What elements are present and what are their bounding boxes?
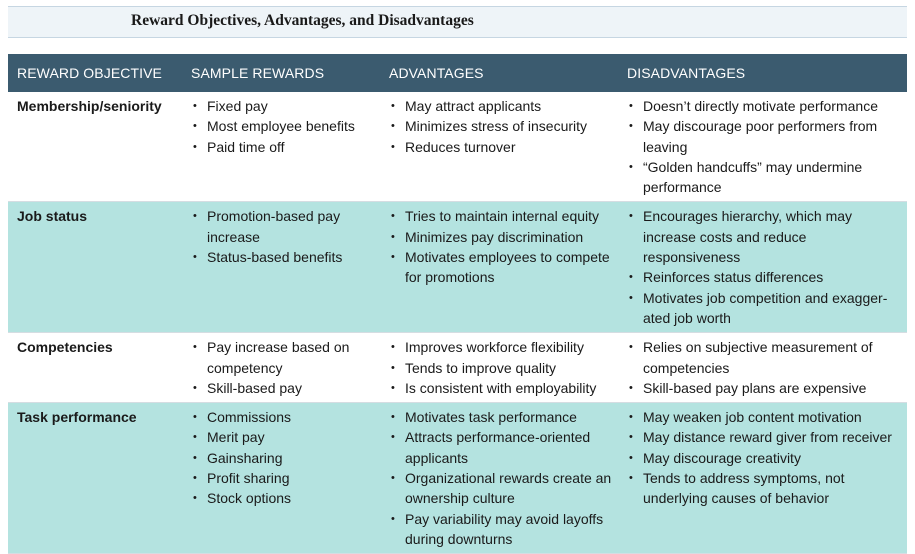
list-item: Commissions (191, 407, 376, 428)
list-item: Most employee benefits (191, 116, 376, 137)
advantages-cell: May attract applicants Minimizes stress … (380, 92, 618, 203)
list-item: Reduces turnover (389, 137, 614, 158)
list-item: May distance reward giver from receiver (627, 427, 903, 448)
bullet-list: Commissions Merit pay Gainsharing Profit… (191, 407, 376, 509)
advantages-cell: Motivates task performance Attracts perf… (380, 402, 618, 554)
disadvantages-cell: Encourages hierarchy, which may increase… (618, 201, 907, 334)
bullet-list: May attract applicants Minimizes stress … (389, 96, 614, 157)
list-item: Relies on subjective measurement of comp… (627, 337, 903, 378)
sample-rewards-cell: Pay increase based on competency Skill-b… (182, 332, 380, 404)
list-item: Minimizes pay discrimination (389, 227, 614, 248)
objective-cell: Task performance (8, 402, 182, 554)
list-item: Promotion-based pay increase (191, 206, 376, 247)
list-item: May attract applicants (389, 96, 614, 117)
list-item: Gainsharing (191, 448, 376, 469)
objective-cell: Membership/seniority (8, 92, 182, 203)
sample-rewards-cell: Promotion-based pay increase Status-base… (182, 201, 380, 334)
header-advantages: ADVANTAGES (380, 54, 618, 92)
list-item: Merit pay (191, 427, 376, 448)
list-item: Encourages hierarchy, which may increase… (627, 206, 903, 267)
objective-cell: Competencies (8, 332, 182, 404)
list-item: Skill-based pay (191, 378, 376, 399)
objective-cell: Job status (8, 201, 182, 334)
list-item: Motivates task performance (389, 407, 614, 428)
list-item: Is consistent with employability (389, 378, 614, 399)
list-item: Profit sharing (191, 468, 376, 489)
reward-table: REWARD OBJECTIVE SAMPLE REWARDS ADVANTAG… (8, 54, 907, 554)
list-item: Attracts performance-oriented applicants (389, 427, 614, 468)
bullet-list: May weaken job content motivation May di… (627, 407, 903, 508)
bullet-list: Tries to maintain internal equity Minimi… (389, 206, 614, 287)
header-sample-rewards: SAMPLE REWARDS (182, 54, 380, 92)
advantages-cell: Improves workforce flexibility Tends to … (380, 332, 618, 404)
table-title: Reward Objectives, Advantages, and Disad… (131, 12, 474, 29)
bullet-list: Doesn’t directly motivate performance Ma… (627, 96, 903, 197)
bullet-list: Pay increase based on competency Skill-b… (191, 337, 376, 398)
bullet-list: Relies on subjective measurement of comp… (627, 337, 903, 398)
list-item: Status-based benefits (191, 247, 376, 268)
list-item: Skill-based pay plans are expensive (627, 378, 903, 399)
list-item: Pay increase based on competency (191, 337, 376, 378)
list-item: Tries to maintain internal equity (389, 206, 614, 227)
table-row: Membership/seniority Fixed pay Most empl… (8, 92, 907, 203)
disadvantages-cell: Doesn’t directly motivate performance Ma… (618, 92, 907, 203)
disadvantages-cell: May weaken job content motivation May di… (618, 402, 907, 554)
list-item: Minimizes stress of insecurity (389, 116, 614, 137)
list-item: Motivates employees to compete for promo… (389, 247, 614, 288)
list-item: Tends to improve quality (389, 358, 614, 379)
list-item: May discourage poor performers from leav… (627, 116, 903, 157)
list-item: Reinforces status differences (627, 267, 903, 288)
bullet-list: Promotion-based pay increase Status-base… (191, 206, 376, 267)
disadvantages-cell: Relies on subjective measurement of comp… (618, 332, 907, 404)
header-disadvantages: DISADVANTAGES (618, 54, 907, 92)
list-item: “Golden handcuffs” may undermine perform… (627, 157, 903, 198)
list-item: Motivates job competition and exagger-at… (627, 288, 903, 329)
header-reward-objective: REWARD OBJECTIVE (8, 54, 182, 92)
sample-rewards-cell: Fixed pay Most employee benefits Paid ti… (182, 92, 380, 203)
table-row: Task performance Commissions Merit pay G… (8, 402, 907, 554)
list-item: May discourage creativity (627, 448, 903, 469)
table-row: Competencies Pay increase based on compe… (8, 332, 907, 404)
header-row: REWARD OBJECTIVE SAMPLE REWARDS ADVANTAG… (8, 54, 907, 92)
list-item: Pay variability may avoid layoffs during… (389, 509, 614, 550)
list-item: Improves workforce flexibility (389, 337, 614, 358)
list-item: Organizational rewards create an ownersh… (389, 468, 614, 509)
table-title-bar: Reward Objectives, Advantages, and Disad… (8, 6, 907, 38)
bullet-list: Fixed pay Most employee benefits Paid ti… (191, 96, 376, 157)
list-item: Stock options (191, 488, 376, 509)
bullet-list: Encourages hierarchy, which may increase… (627, 206, 903, 328)
list-item: May weaken job content motivation (627, 407, 903, 428)
bullet-list: Motivates task performance Attracts perf… (389, 407, 614, 549)
table-row: Job status Promotion-based pay increase … (8, 201, 907, 334)
advantages-cell: Tries to maintain internal equity Minimi… (380, 201, 618, 334)
bullet-list: Improves workforce flexibility Tends to … (389, 337, 614, 398)
list-item: Doesn’t directly motivate performance (627, 96, 903, 117)
list-item: Fixed pay (191, 96, 376, 117)
list-item: Paid time off (191, 137, 376, 158)
list-item: Tends to address symptoms, not underlyin… (627, 468, 903, 509)
sample-rewards-cell: Commissions Merit pay Gainsharing Profit… (182, 402, 380, 554)
